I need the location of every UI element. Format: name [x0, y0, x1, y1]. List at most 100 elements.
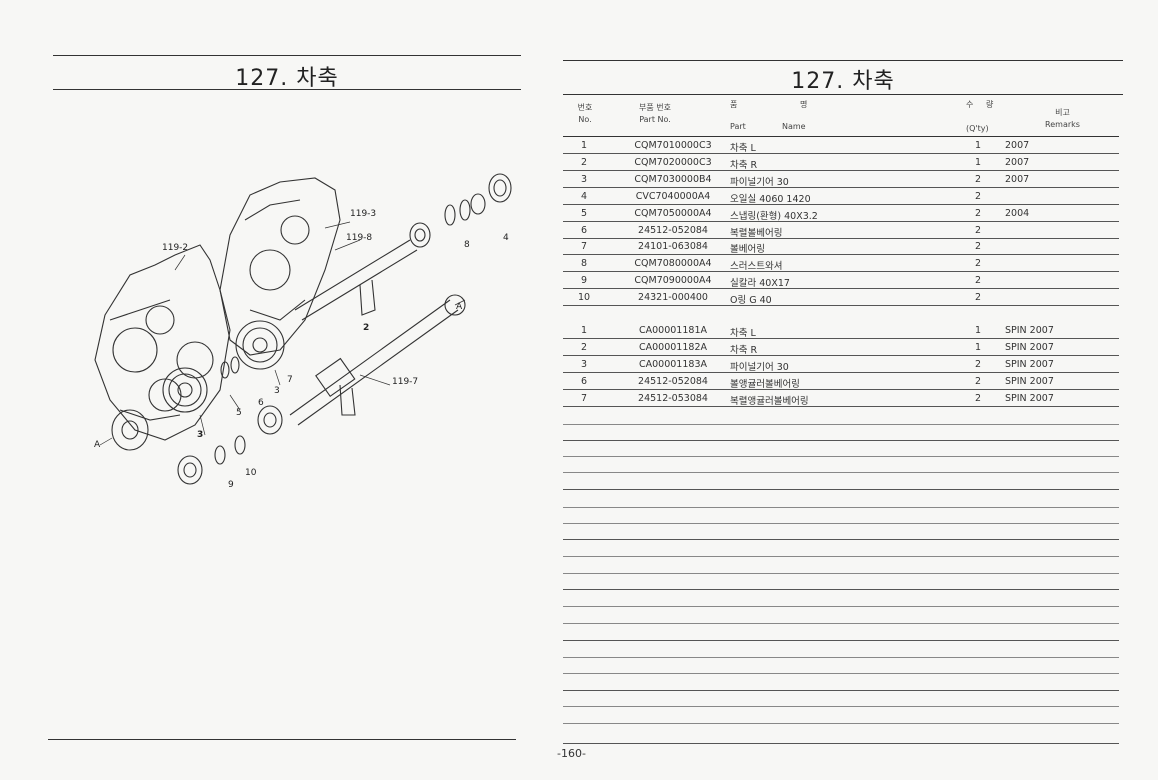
- ruled-line: [563, 723, 1119, 724]
- callout-119-3: 119-3: [350, 209, 377, 219]
- callout-3b: 3: [197, 430, 204, 440]
- remarks: 2007: [1005, 140, 1030, 151]
- header-rule: [563, 136, 1119, 137]
- quantity: 2: [974, 190, 982, 202]
- part-number: 24101-063084: [638, 241, 708, 253]
- right-title-underline: [563, 94, 1123, 95]
- part-number: CQM7030000B4: [634, 173, 712, 185]
- callout-5: 5: [236, 408, 242, 418]
- remarks: SPIN 2007: [1005, 358, 1054, 370]
- ruled-line: [563, 690, 1119, 691]
- ruled-line: [563, 623, 1119, 624]
- row-rule: [563, 169, 1119, 171]
- final-gear-center: [235, 320, 285, 370]
- ruled-line: [563, 424, 1119, 425]
- ruled-line: [563, 472, 1119, 473]
- ruled-line: [563, 556, 1119, 557]
- row-number: 4: [580, 190, 588, 202]
- quantity: 2: [974, 207, 982, 219]
- row-rule: [563, 338, 1119, 339]
- part-number: CQM7050000A4: [634, 207, 712, 219]
- part-name: 차축 R: [730, 344, 758, 356]
- quantity: 2: [974, 375, 982, 387]
- ruled-line: [563, 706, 1119, 707]
- quantity: 2: [974, 358, 982, 370]
- callout-10: 10: [245, 468, 257, 478]
- row-number: 5: [580, 207, 588, 219]
- part-name: 스러스트와셔: [730, 261, 783, 273]
- ruled-line: [563, 539, 1119, 540]
- callout-a-left: A: [94, 440, 101, 450]
- ruled-line: [563, 489, 1119, 490]
- row-rule: [563, 288, 1119, 290]
- callout-8: 8: [464, 240, 470, 250]
- ruled-line: [563, 640, 1119, 641]
- callout-6: 6: [258, 398, 264, 408]
- page-number: -160-: [557, 747, 586, 760]
- part-number: 24512-052084: [638, 224, 708, 236]
- part-number: CQM7010000C3: [634, 140, 712, 151]
- right-page-title: 127. 차축: [791, 69, 895, 94]
- row-rule: [563, 237, 1119, 239]
- ruled-line: [563, 440, 1119, 441]
- quantity: 2: [974, 241, 982, 253]
- part-number: CA00001183A: [639, 358, 707, 370]
- ruled-line: [563, 589, 1119, 590]
- part-number: CA00001181A: [639, 325, 707, 336]
- quantity: 2: [974, 258, 982, 270]
- callout-a-right: A: [456, 302, 463, 312]
- callout-9: 9: [228, 480, 234, 490]
- row-rule: [563, 371, 1119, 373]
- left-top-rule: [53, 55, 521, 56]
- row-rule: [563, 354, 1119, 356]
- left-page-title: 127. 차축: [235, 66, 339, 91]
- part-number: 24512-053084: [638, 392, 708, 404]
- part-number: CQM7090000A4: [634, 275, 712, 287]
- part-name: O링 G 40: [730, 295, 772, 307]
- part-name: 차축 L: [730, 143, 756, 154]
- row-rule: [563, 186, 1119, 188]
- remarks: 2007: [1005, 156, 1030, 168]
- callout-4: 4: [503, 233, 509, 243]
- ruled-line: [563, 743, 1119, 744]
- part-number: CQM7020000C3: [634, 156, 712, 168]
- quantity: 2: [974, 224, 982, 236]
- row-number: 10: [578, 292, 591, 304]
- quantity: 2: [974, 173, 982, 185]
- quantity: 1: [974, 140, 982, 151]
- remarks: 2007: [1005, 173, 1030, 185]
- flange-left: [111, 409, 149, 451]
- row-rule: [563, 203, 1119, 205]
- quantity: 1: [974, 341, 982, 353]
- quantity: 2: [974, 275, 982, 287]
- part-name: 볼앵귤러볼베어링: [730, 378, 800, 390]
- row-rule: [563, 153, 1119, 154]
- header-part-no: 부품 번호 Part No.: [639, 103, 671, 124]
- row-number: 2: [580, 156, 588, 168]
- quantity: 1: [974, 325, 982, 336]
- left-title-underline: [53, 89, 521, 90]
- row-rule: [563, 220, 1119, 222]
- row-number: 6: [580, 375, 588, 387]
- row-number: 1: [580, 325, 588, 336]
- part-name: 스냅링(환형) 40X3.2: [730, 210, 818, 222]
- ruled-line: [563, 657, 1119, 658]
- row-number: 7: [580, 241, 588, 253]
- callout-7: 7: [287, 375, 293, 385]
- part-number: 24512-052084: [638, 375, 708, 387]
- callout-3a: 3: [274, 386, 280, 396]
- part-name: 복렬볼베어링: [730, 227, 783, 239]
- part-number: CVC7040000A4: [635, 190, 711, 202]
- quantity: 1: [974, 156, 982, 168]
